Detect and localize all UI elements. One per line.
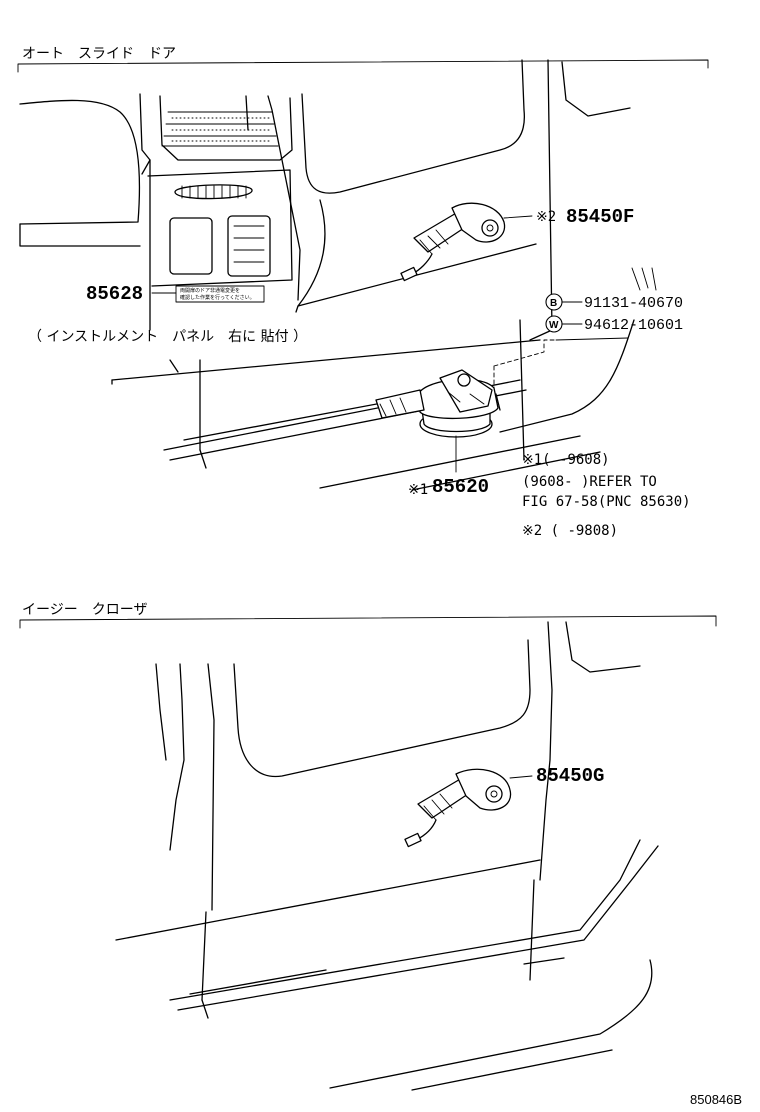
motor-85620-drawing: [375, 369, 501, 473]
part-number-85450F: 85450F: [566, 206, 634, 228]
instrument-panel-drawing: [19, 93, 301, 331]
sliding-door-drawing: [111, 59, 657, 491]
section-bracket-bottom: [19, 615, 717, 629]
svg-text:W: W: [549, 320, 559, 331]
motor-85450F-drawing: [400, 202, 533, 282]
part-number-85620: 85620: [432, 476, 489, 498]
part-number-85450G: 85450G: [536, 765, 604, 787]
part-mark-85620: ※1: [408, 482, 428, 498]
washer-symbol: W: [545, 315, 583, 333]
label-plate-line-1: 両開扉のドア非通電変更を: [180, 287, 240, 294]
part-number-bolt: 91131-40670: [584, 295, 683, 312]
figure-code: 850846B: [690, 1092, 742, 1107]
panel-note: （ インストルメント パネル 右に 貼付 ）: [28, 329, 307, 345]
footnote-1: ※1( -9608): [522, 452, 610, 468]
door-closer-drawing: [115, 621, 659, 1091]
bolt-symbol: B: [545, 293, 583, 311]
section-title-easy-closer: イージー クローザ: [22, 602, 147, 618]
footnote-2: (9608- )REFER TO: [522, 474, 657, 490]
footnote-4: ※2 ( -9808): [522, 523, 618, 539]
motor-85450G-drawing: [404, 768, 533, 848]
footnote-3: FIG 67-58(PNC 85630): [522, 494, 691, 510]
label-plate-line-2: 確認した作業を行ってください。: [180, 294, 255, 301]
section-bracket-top: [17, 59, 709, 73]
section-title-auto-slide-door: オート スライド ドア: [22, 46, 176, 62]
svg-text:B: B: [550, 298, 557, 309]
part-mark-85450F: ※2: [536, 209, 556, 225]
part-number-washer: 94612-10601: [584, 317, 683, 334]
part-number-85628: 85628: [86, 283, 143, 305]
